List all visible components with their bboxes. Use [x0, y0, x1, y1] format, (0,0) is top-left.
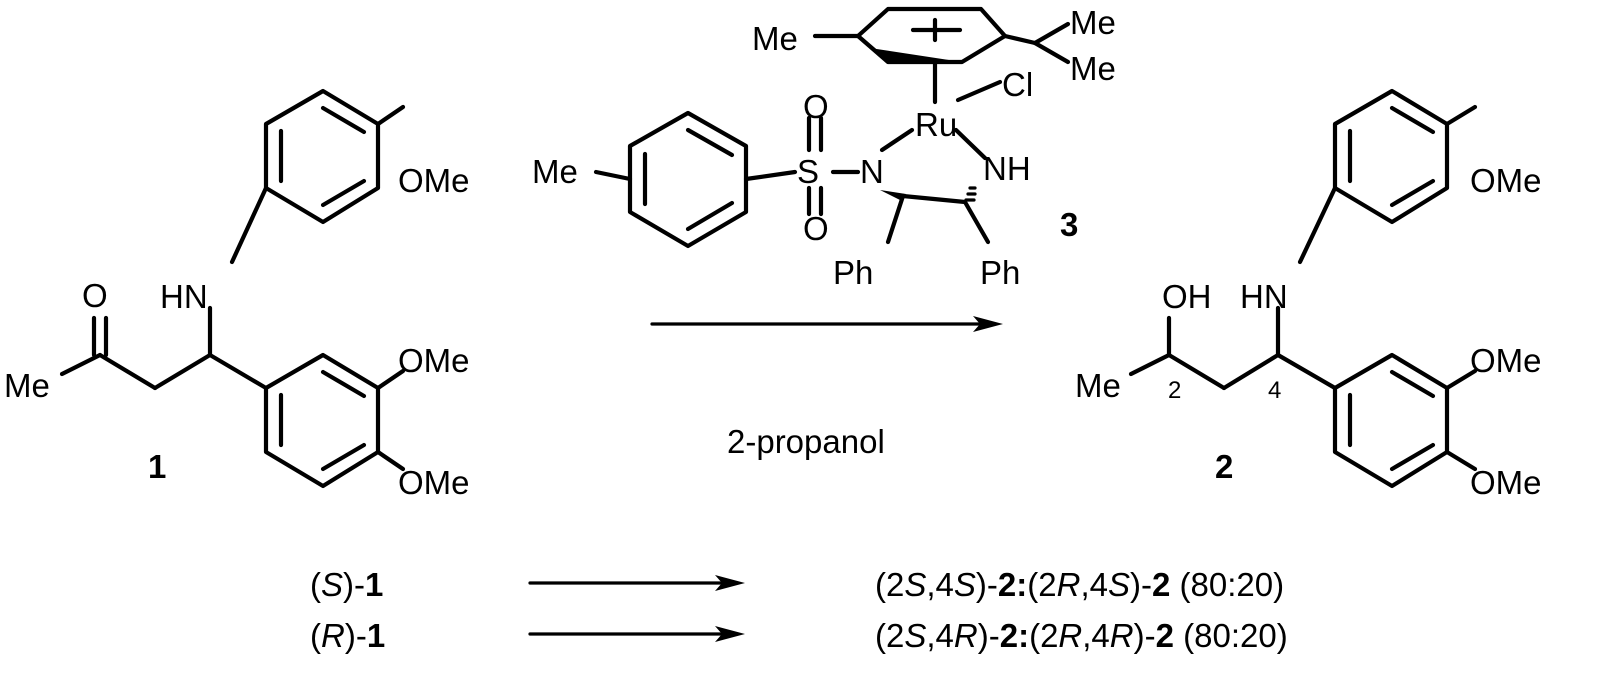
reaction-arrow [650, 316, 1003, 332]
tosyl-ring [627, 110, 749, 249]
ruthenium-label: Ru [915, 106, 957, 143]
carbon-4-label: 4 [1268, 377, 1281, 404]
ome-label: OMe [398, 162, 470, 199]
result-row-s: (S)-1 (2S,4S)-2:(2R,4S)-2 (80:20) [310, 566, 1284, 603]
ome-label: OMe [398, 342, 470, 379]
methyl-label: Me [752, 20, 798, 57]
phenyl-label: Ph [833, 254, 873, 291]
hn-label: HN [1240, 278, 1288, 315]
ome-label: OMe [1470, 464, 1542, 501]
solvent-label: 2-propanol [727, 423, 885, 460]
amide-n-label: N [860, 153, 884, 190]
compound-2-structure: OMe HN OH Me 2 4 OMe OMe 2 [1075, 88, 1542, 501]
hydroxyl-label: OH [1162, 278, 1212, 315]
hn-label: HN [160, 278, 208, 315]
ome-label: OMe [1470, 162, 1542, 199]
substrate-label: (S)-1 [310, 566, 383, 603]
methyl-label: Me [1075, 367, 1121, 404]
result-row-r: (R)-1 (2S,4R)-2:(2R,4R)-2 (80:20) [310, 617, 1288, 654]
ome-label: OMe [1470, 342, 1542, 379]
carbonyl-o-label: O [82, 277, 108, 314]
sulfonyl-o-label: O [803, 210, 829, 247]
sulfonyl-o-label: O [803, 88, 829, 125]
methyl-label: Me [4, 367, 50, 404]
compound-1-structure: OMe HN O Me OMe OMe 1 [4, 88, 470, 501]
sulfur-label: S [797, 153, 819, 190]
product-ratio-label: (2S,4S)-2:(2R,4S)-2 (80:20) [875, 566, 1284, 603]
catalyst-3-structure: Me Me Me Cl Ru Me O S O N NH 3 Ph Ph [532, 4, 1116, 291]
carbon-2-label: 2 [1168, 377, 1181, 404]
compound-number-3: 3 [1060, 206, 1078, 243]
product-ratio-label: (2S,4R)-2:(2R,4R)-2 (80:20) [875, 617, 1288, 654]
substrate-label: (R)-1 [310, 617, 385, 654]
compound-number-2: 2 [1215, 448, 1233, 485]
amine-nh-label: NH [983, 150, 1031, 187]
chloride-label: Cl [1002, 66, 1033, 103]
ome-label: OMe [398, 464, 470, 501]
methyl-label: Me [532, 153, 578, 190]
methyl-label: Me [1070, 50, 1116, 87]
compound-number-1: 1 [148, 448, 166, 485]
wedge-bond [880, 190, 906, 200]
phenyl-label: Ph [980, 254, 1020, 291]
methyl-label: Me [1070, 4, 1116, 41]
